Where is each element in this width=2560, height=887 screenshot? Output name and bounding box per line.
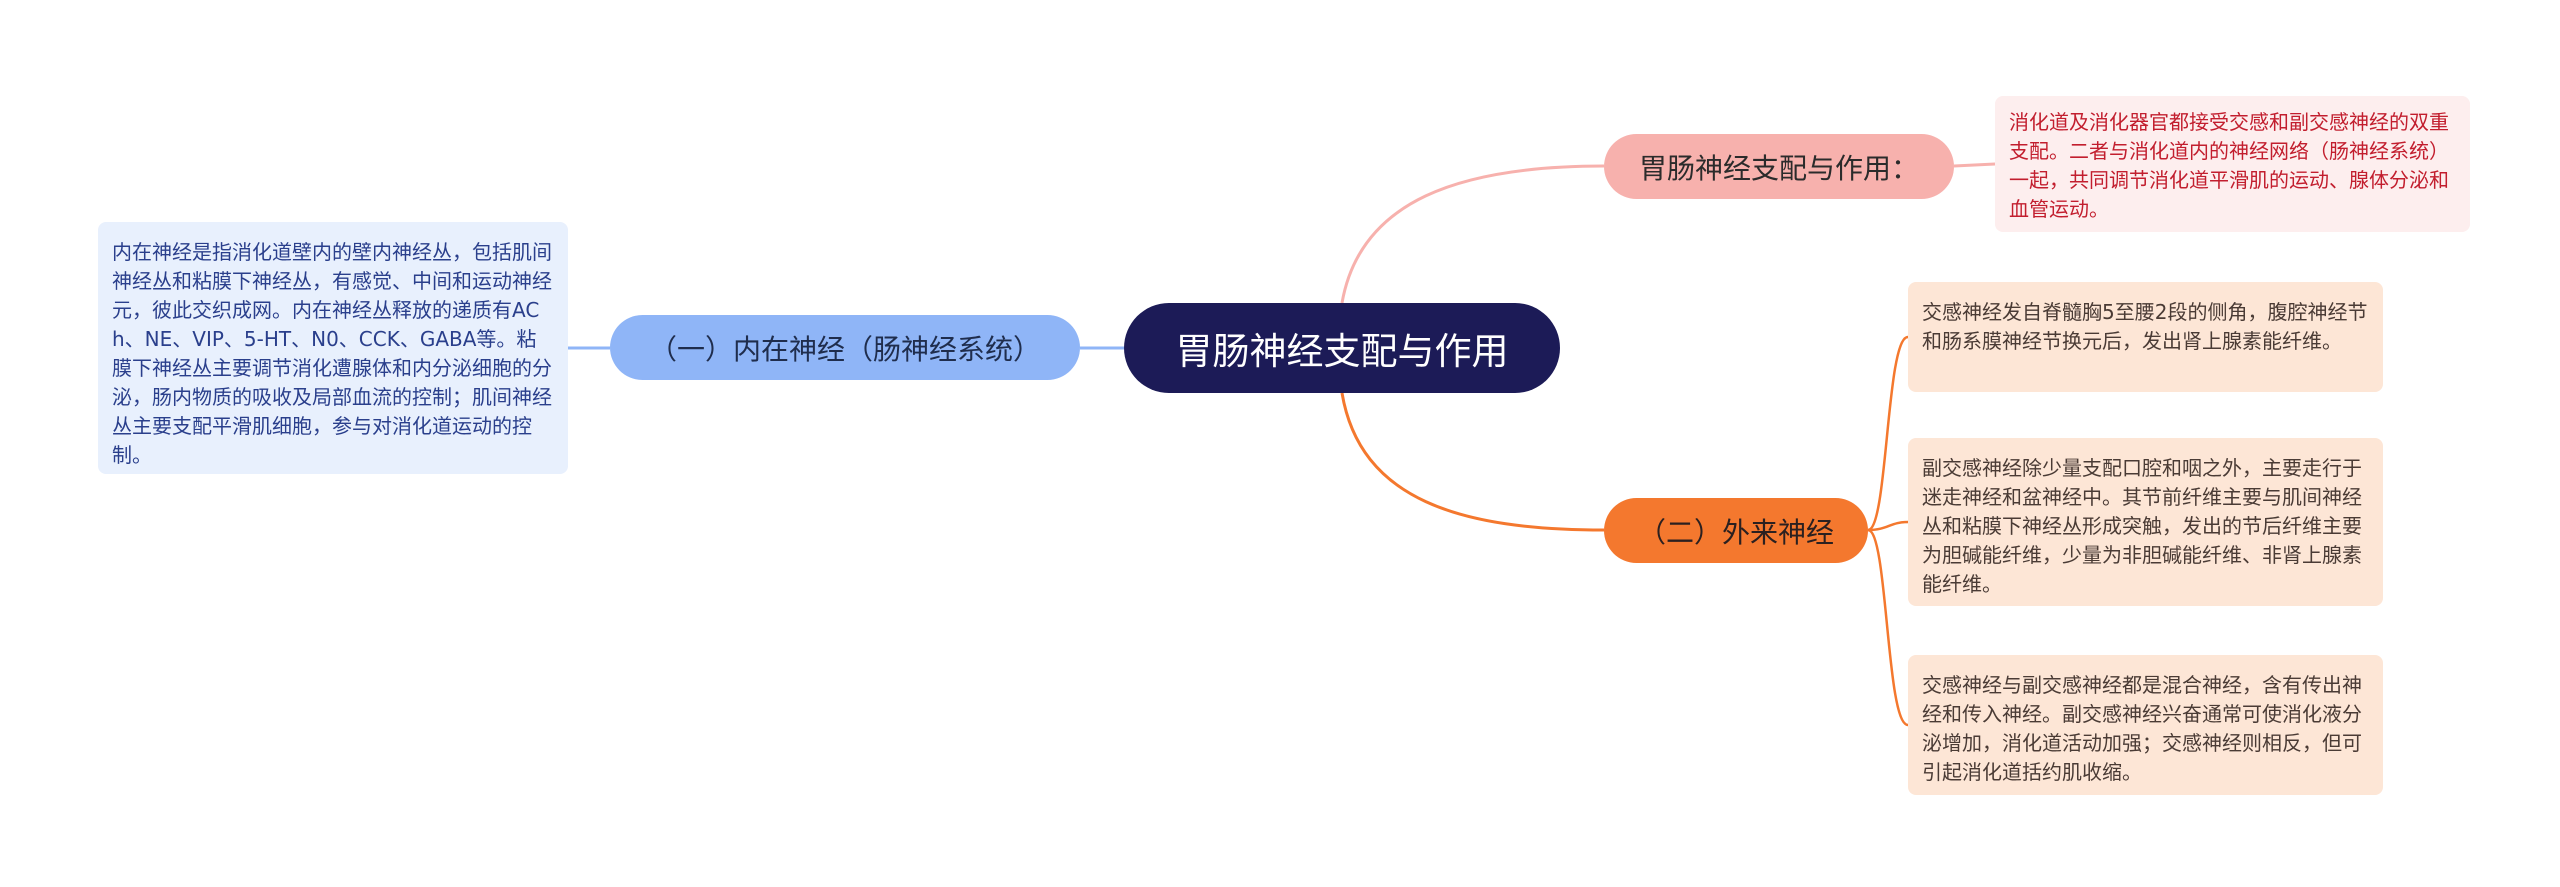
- note-parasympathetic: 副交感神经除少量支配口腔和咽之外，主要走行于迷走神经和盆神经中。其节前纤维主要与…: [1908, 438, 2383, 606]
- link-right-bottom-note-2: [1867, 520, 1909, 532]
- link-central-right-top: [1340, 164, 1605, 304]
- note-sympathetic: 交感神经发自脊髓胸5至腰2段的侧角，腹腔神经节和肠系膜神经节换元后，发出肾上腺素…: [1908, 282, 2383, 392]
- note-mixed-nerves: 交感神经与副交感神经都是混合神经，含有传出神经和传入神经。副交感神经兴奋通常可使…: [1908, 655, 2383, 795]
- link-right-bottom-note-1: [1867, 335, 1909, 532]
- branch-intrinsic-nerves[interactable]: （一）内在神经（肠神经系统）: [610, 315, 1080, 380]
- note-dual-innervation: 消化道及消化器官都接受交感和副交感神经的双重支配。二者与消化道内的神经网络（肠神…: [1995, 96, 2470, 232]
- branch-extrinsic-nerves[interactable]: （二）外来神经: [1604, 498, 1868, 563]
- link-right-top-note: [1953, 162, 1996, 168]
- link-right-bottom-note-3: [1867, 528, 1909, 727]
- central-topic[interactable]: 胃肠神经支配与作用: [1124, 303, 1560, 393]
- branch-innervation-function[interactable]: 胃肠神经支配与作用：: [1604, 134, 1954, 199]
- link-central-right-bottom: [1340, 392, 1605, 532]
- note-intrinsic-nerves: 内在神经是指消化道壁内的壁内神经丛，包括肌间神经丛和粘膜下神经丛，有感觉、中间和…: [98, 222, 568, 474]
